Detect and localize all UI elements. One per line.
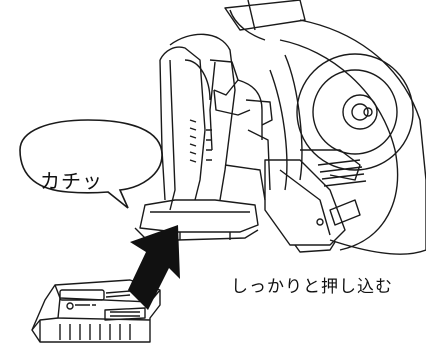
speech-bubble-text: カチッ: [40, 169, 103, 193]
insert-arrow: [128, 225, 180, 310]
speech-bubble: [19, 119, 163, 209]
tool-handle: [134, 33, 273, 241]
saw-body: [224, 0, 426, 255]
instruction-caption: しっかりと押し込む: [231, 277, 393, 297]
